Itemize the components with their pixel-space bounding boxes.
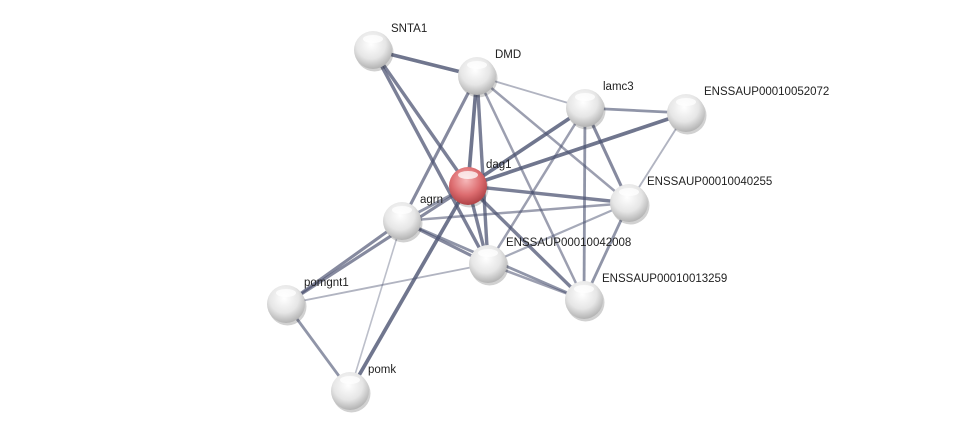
edge-DMD-E13259[interactable] xyxy=(475,75,586,301)
node-E13259[interactable]: ENSSAUP00010013259 xyxy=(565,273,727,322)
edge-lamc3-E13259[interactable] xyxy=(582,107,587,301)
node-DMD[interactable]: DMD xyxy=(458,49,521,98)
node-E42008[interactable]: ENSSAUP00010042008 xyxy=(469,237,631,286)
edge-lamc3-dag1[interactable] xyxy=(466,106,587,188)
node-label: ENSSAUP00010042008 xyxy=(506,237,631,249)
node-sphere[interactable] xyxy=(383,202,421,240)
edge-E42008-E40255[interactable] xyxy=(487,201,630,266)
edge-dag1-pomk[interactable] xyxy=(348,185,470,392)
node-highlight xyxy=(392,206,412,214)
node-highlight xyxy=(467,61,487,69)
node-label: pomgnt1 xyxy=(304,277,349,289)
node-sphere[interactable] xyxy=(566,89,604,127)
node-sphere[interactable] xyxy=(458,57,496,95)
edge-dag1-E40255[interactable] xyxy=(467,184,630,205)
edge-DMD-E42008[interactable] xyxy=(475,75,490,265)
node-label: pomk xyxy=(368,364,396,376)
node-label: ENSSAUP00010052072 xyxy=(704,86,829,98)
node-sphere[interactable] xyxy=(449,167,487,205)
edge-dag1-pomgnt1[interactable] xyxy=(285,184,469,306)
node-label: lamc3 xyxy=(603,81,634,93)
edge-DMD-agrn[interactable] xyxy=(400,75,479,222)
edge-dag1-E13259[interactable] xyxy=(466,184,586,302)
edge-SNTA1-E42008[interactable] xyxy=(371,49,490,265)
node-sphere[interactable] xyxy=(267,285,305,323)
edge-E42008-pomgnt1[interactable] xyxy=(285,263,489,305)
node-label: SNTA1 xyxy=(391,23,427,35)
node-E40255[interactable]: ENSSAUP00010040255 xyxy=(610,176,772,225)
node-highlight xyxy=(574,285,594,293)
edge-DMD-E40255[interactable] xyxy=(476,75,630,204)
node-SNTA1[interactable]: SNTA1 xyxy=(354,23,427,72)
node-lamc3[interactable]: lamc3 xyxy=(566,81,634,130)
node-highlight xyxy=(575,93,595,101)
edge-E52072-dag1[interactable] xyxy=(467,111,687,188)
node-label: ENSSAUP00010040255 xyxy=(647,176,772,188)
node-sphere[interactable] xyxy=(610,184,648,222)
node-highlight xyxy=(363,35,383,43)
edge-SNTA1-dag1[interactable] xyxy=(371,49,470,187)
node-sphere[interactable] xyxy=(354,31,392,69)
edge-lamc3-E42008[interactable] xyxy=(486,107,587,265)
node-label: DMD xyxy=(495,49,521,61)
node-highlight xyxy=(276,289,296,297)
node-E52072[interactable]: ENSSAUP00010052072 xyxy=(667,86,829,135)
node-highlight xyxy=(340,376,360,384)
node-label: ENSSAUP00010013259 xyxy=(602,273,727,285)
node-sphere[interactable] xyxy=(565,281,603,319)
node-highlight xyxy=(619,188,639,196)
node-sphere[interactable] xyxy=(469,245,507,283)
node-dag1[interactable]: dag1 xyxy=(449,159,512,208)
node-sphere[interactable] xyxy=(667,94,705,132)
edge-agrn-E40255[interactable] xyxy=(401,201,630,223)
edge-agrn-pomgnt1[interactable] xyxy=(285,219,403,306)
node-highlight xyxy=(458,171,478,179)
node-label: dag1 xyxy=(486,159,512,171)
node-agrn[interactable]: agrn xyxy=(383,194,443,243)
node-highlight xyxy=(676,98,696,106)
node-pomk[interactable]: pomk xyxy=(331,364,396,413)
edge-agrn-pomk[interactable] xyxy=(349,220,403,392)
node-sphere[interactable] xyxy=(331,372,369,410)
node-highlight xyxy=(478,249,498,257)
node-pomgnt1[interactable]: pomgnt1 xyxy=(267,277,349,326)
node-label: agrn xyxy=(420,194,443,206)
